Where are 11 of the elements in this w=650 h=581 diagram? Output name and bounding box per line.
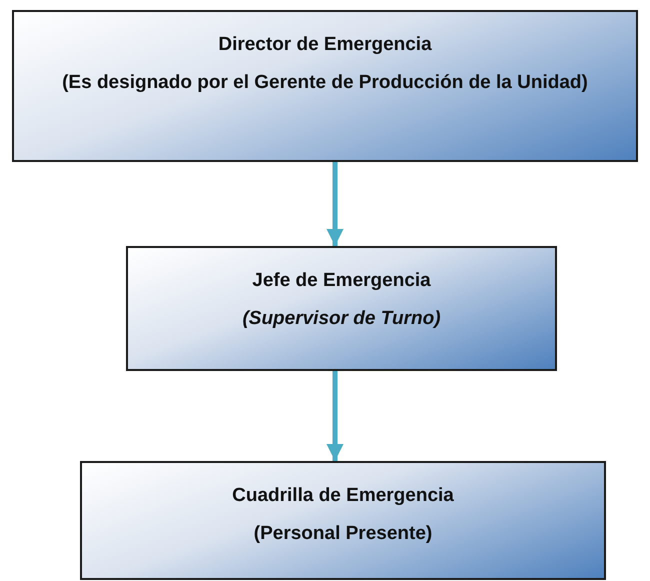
role-box: [80, 461, 606, 580]
role-box: [12, 10, 638, 162]
arrow: [326, 162, 344, 246]
role-title: Director de Emergencia: [218, 33, 432, 57]
arrow: [326, 371, 344, 461]
role-note: (Es designado por el Gerente de Producción de la Unidad): [62, 71, 588, 95]
role-box: [126, 246, 557, 371]
role-note: (Supervisor de Turno): [242, 307, 441, 331]
role-title: Cuadrilla de Emergencia: [232, 484, 454, 508]
role-note: (Personal Presente): [254, 522, 432, 546]
role-title: Jefe de Emergencia: [252, 269, 431, 293]
